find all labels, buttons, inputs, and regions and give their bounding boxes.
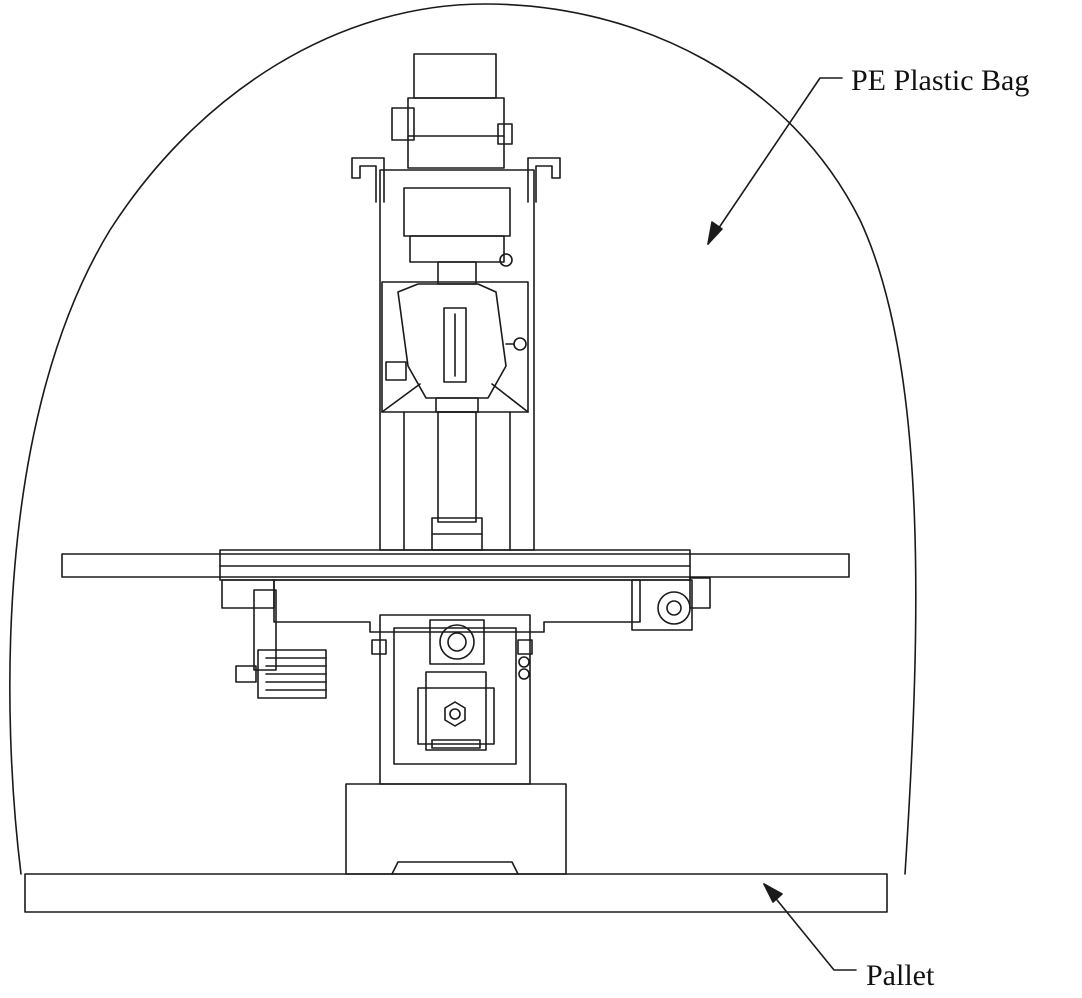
knee-front-panel <box>393 627 517 765</box>
power-feed-bracket <box>221 579 275 609</box>
spindle-quill <box>437 411 477 523</box>
ram-neck <box>437 261 477 285</box>
head-diagonal <box>381 383 421 413</box>
depth-scale <box>443 307 467 383</box>
cross-feed-hub-inner <box>447 632 467 652</box>
elevation-gearbox <box>425 671 487 751</box>
machine-base <box>345 783 567 875</box>
spindle-nose <box>435 397 479 413</box>
ram-body <box>403 187 511 237</box>
elevation-nut <box>444 701 466 727</box>
handwheel-housing <box>631 579 693 631</box>
knee-right-gib <box>517 639 533 655</box>
work-table <box>61 553 850 578</box>
handwheel-hub-inner <box>666 600 682 616</box>
head-diagonal <box>491 383 529 413</box>
bag-label: PE Plastic Bag <box>851 64 1029 97</box>
bag-arrowhead <box>707 221 723 245</box>
quill-lock-knob <box>513 337 527 351</box>
knee-left-gib <box>371 639 387 655</box>
elevation-gear-plate <box>417 687 495 745</box>
cross-feed-housing <box>429 619 485 665</box>
motor-switch <box>497 123 513 145</box>
pallet <box>24 873 888 913</box>
motor-junction-box <box>391 107 415 141</box>
ram-lower <box>409 235 505 263</box>
elevation-bracket <box>431 739 481 749</box>
base-foot <box>391 861 519 875</box>
bag-leader-line <box>707 77 843 245</box>
milling-machine <box>61 53 850 875</box>
power-feed-arm <box>253 589 277 671</box>
motor-cap <box>413 53 497 99</box>
pallet-label: Pallet <box>866 959 935 992</box>
handwheel-hub <box>657 591 691 625</box>
head-casting <box>397 283 507 399</box>
head-left-knob <box>385 361 407 381</box>
column-rail <box>379 169 535 551</box>
knee-bolt <box>518 668 530 680</box>
power-feed-knob <box>235 665 257 683</box>
pallet-leader-line <box>763 883 857 971</box>
knee-body <box>379 614 531 785</box>
lifting-hook-left <box>351 157 385 203</box>
saddle <box>273 579 641 633</box>
plastic-bag-outline <box>9 3 917 875</box>
ram-lock-knob <box>499 253 513 267</box>
lifting-hook-right <box>527 157 561 203</box>
cross-feed-hub <box>439 624 475 660</box>
motor-housing <box>407 97 505 169</box>
elevation-shaft <box>449 708 461 720</box>
knee-bolt <box>518 656 530 668</box>
pallet-arrowhead <box>763 883 783 903</box>
handwheel-bracket <box>689 577 711 609</box>
